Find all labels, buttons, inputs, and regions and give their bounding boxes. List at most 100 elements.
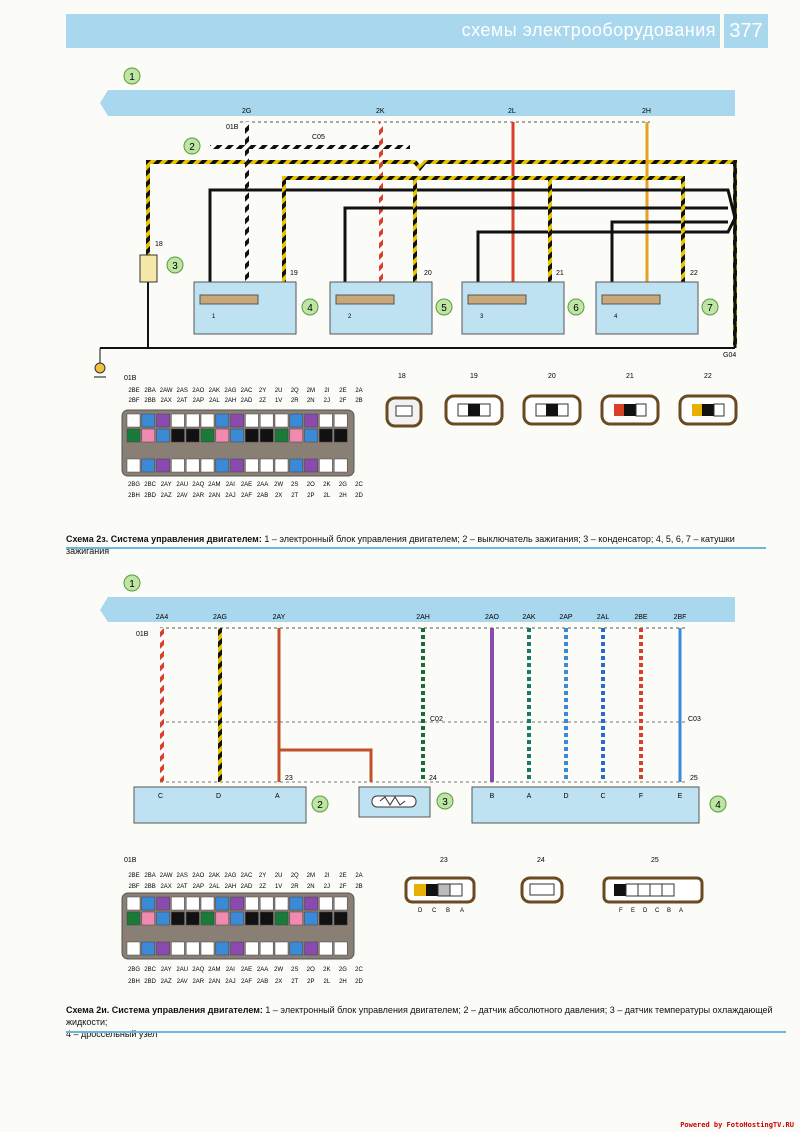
caption-b: Схема 2и. Система управления двигателем:… <box>66 1004 786 1040</box>
connector-cell <box>141 941 156 956</box>
pin-label: 2AJ <box>225 493 235 499</box>
pin-label: 2AA <box>257 967 268 973</box>
ecu-pin-2l: 2L <box>508 108 516 115</box>
ref-2-b-label: 2 <box>317 800 323 811</box>
page-number: 377 <box>724 14 768 48</box>
connector-cell <box>200 428 215 443</box>
pin-label: 2AJ <box>225 979 235 985</box>
ref-3-b: 3 <box>436 792 454 810</box>
pin-label: 2S <box>291 967 298 973</box>
connector-cell <box>319 911 333 926</box>
pin-label: 2AT <box>177 398 188 404</box>
plug-18: 18 <box>385 373 423 428</box>
pin-label: 2X <box>275 979 282 985</box>
pin-label: 2BD <box>144 493 156 499</box>
connector-cell <box>126 896 141 911</box>
connector-cell <box>259 896 274 911</box>
pin-label: 2AF <box>241 493 252 499</box>
ref-1-a: 1 <box>123 67 141 85</box>
plug-23-label: 23 <box>440 857 448 864</box>
pin-label: 2BH <box>128 979 140 985</box>
ref-1-b: 1 <box>123 574 141 592</box>
connector-cell <box>185 941 200 956</box>
wires-a <box>100 122 737 349</box>
pin-label: 2BE <box>128 388 139 394</box>
plug25-pin-label: F <box>619 908 623 914</box>
plug25-pin-label: C <box>655 908 660 914</box>
pin-label: 2O <box>307 967 315 973</box>
schema-a: 1 01B 2G 2K 2L 2H C05 G04 2 <box>94 67 738 499</box>
plug-21: 21 <box>600 373 660 426</box>
pin-label: 2M <box>307 873 315 879</box>
pin-label: 2S <box>291 482 298 488</box>
pin-label: 2N <box>307 884 315 890</box>
caption-b-text: 1 – электронный блок управления двигател… <box>66 1005 773 1027</box>
ground-g04: G04 <box>723 352 736 359</box>
pin-label: 2N <box>307 398 315 404</box>
pin-label: 2X <box>275 493 282 499</box>
connector-cell <box>141 911 156 926</box>
connector-cell <box>171 428 185 443</box>
ref-4-b-label: 4 <box>715 800 721 811</box>
connector-cell <box>200 941 215 956</box>
connector-cell <box>245 428 259 443</box>
plug23-pin-d: D <box>418 908 423 914</box>
connector-cell <box>259 941 274 956</box>
ref-4-b: 4 <box>709 795 727 813</box>
ecu-pin-label: 2AP <box>559 614 573 621</box>
connector-cell <box>259 458 274 473</box>
pin-label: 2C <box>355 482 363 488</box>
pin-label: 2G <box>339 482 347 488</box>
connector-cell <box>304 896 318 911</box>
pin-label: 2BF <box>128 884 139 890</box>
connector-cell <box>200 896 215 911</box>
caption-b-title: Схема 2и. Система управления двигателем: <box>66 1005 263 1015</box>
throttle-body <box>471 786 700 824</box>
connector-cell <box>289 911 304 926</box>
connector-cell <box>245 896 259 911</box>
pin-label: 2T <box>291 979 298 985</box>
connector-cell <box>215 896 230 911</box>
connector-cell <box>230 911 244 926</box>
connector-cell <box>319 458 333 473</box>
connector-cell <box>333 413 348 428</box>
ecu-pin-2h: 2H <box>642 108 651 115</box>
pin-label: 2U <box>275 873 283 879</box>
pin-label: 2AS <box>177 873 188 879</box>
plug-19: 19 <box>444 373 504 426</box>
connector-cell <box>126 458 141 473</box>
pin-label: 2BD <box>144 979 156 985</box>
connector-cell <box>319 896 333 911</box>
pin-label: 2AH <box>225 398 237 404</box>
ignition-coil-1: 1 <box>193 281 297 335</box>
pin-label: 2O <box>307 482 315 488</box>
connector-cell <box>289 941 304 956</box>
splice-c03: C03 <box>688 716 701 723</box>
pin-label: 2BE <box>128 873 139 879</box>
connector-cell <box>333 458 348 473</box>
pin-label: 2W <box>274 967 283 973</box>
coil-3-num: 3 <box>480 314 484 320</box>
ref-4-a: 4 <box>301 298 319 316</box>
ecu-connector-a <box>121 409 355 477</box>
coil-pin-20: 20 <box>424 270 432 277</box>
plug-24: 24 <box>520 857 564 904</box>
ecu-connector-b <box>121 892 355 960</box>
pin-label: 2K <box>323 482 330 488</box>
section-title: схемы электрооборудования <box>461 20 716 40</box>
pin-label: 2AE <box>241 967 252 973</box>
connector-cell <box>245 941 259 956</box>
pin-label: 2BG <box>128 482 140 488</box>
connector-cell <box>215 458 230 473</box>
pin-label: 2Z <box>259 884 266 890</box>
pin-label: 2I <box>324 388 329 394</box>
pin-label: 2I <box>324 873 329 879</box>
map-pin-a: A <box>275 793 280 800</box>
throttle-pin-label: F <box>639 793 643 800</box>
pin-label: 2AV <box>177 979 188 985</box>
pin-label: 2AN <box>209 979 221 985</box>
caption-a-rule <box>66 547 766 549</box>
connector-cell <box>126 941 141 956</box>
ignition-coil-4: 4 <box>595 281 699 335</box>
